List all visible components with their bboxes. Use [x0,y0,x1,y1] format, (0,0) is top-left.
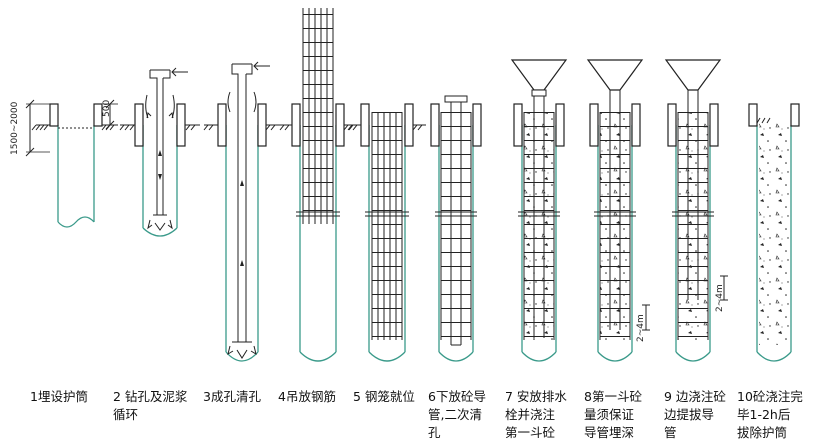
step-4-graphic [279,8,356,362]
step-1-graphic: 1500~2000 500 [10,100,118,228]
step-label-5: 5 钢笼就位 [353,389,415,404]
step-label-2: 2 钻孔及泥浆 循环 [113,389,188,422]
step-6-graphic [430,95,482,362]
step-8-graphic: 2~4m [586,59,650,362]
step-7-graphic [510,59,568,362]
casing-length-dimension: 1500~2000 [10,101,20,155]
casing-above-ground-dimension: 500 [102,100,112,117]
step-label-6: 6下放砼导 管,二次清 孔 [428,389,486,440]
step-3-graphic [203,61,280,362]
step-9-graphic: 2~4m [664,59,728,362]
tremie-depth-dimension-8: 2~4m [636,314,646,342]
step-label-3: 3成孔清孔 [203,389,261,404]
step-2-graphic [119,67,200,237]
step-10-graphic [748,103,800,362]
step-label-7: 7 安放排水 栓并浇注 第一斗砼 [505,389,567,440]
step-label-4: 4吊放钢筋 [278,389,336,404]
tremie-depth-dimension-9: 2~4m [715,284,725,312]
step-label-9: 9 边浇注砼 边提拔导 管 [664,389,726,440]
step-label-10: 10砼浇注完 毕1-2h后 拔除护筒 [737,389,803,440]
step-label-8: 8第一斗砼 量须保证 导管埋深 [584,389,642,440]
step-5-graphic [347,103,426,362]
step-label-1: 1埋设护筒 [30,389,88,404]
